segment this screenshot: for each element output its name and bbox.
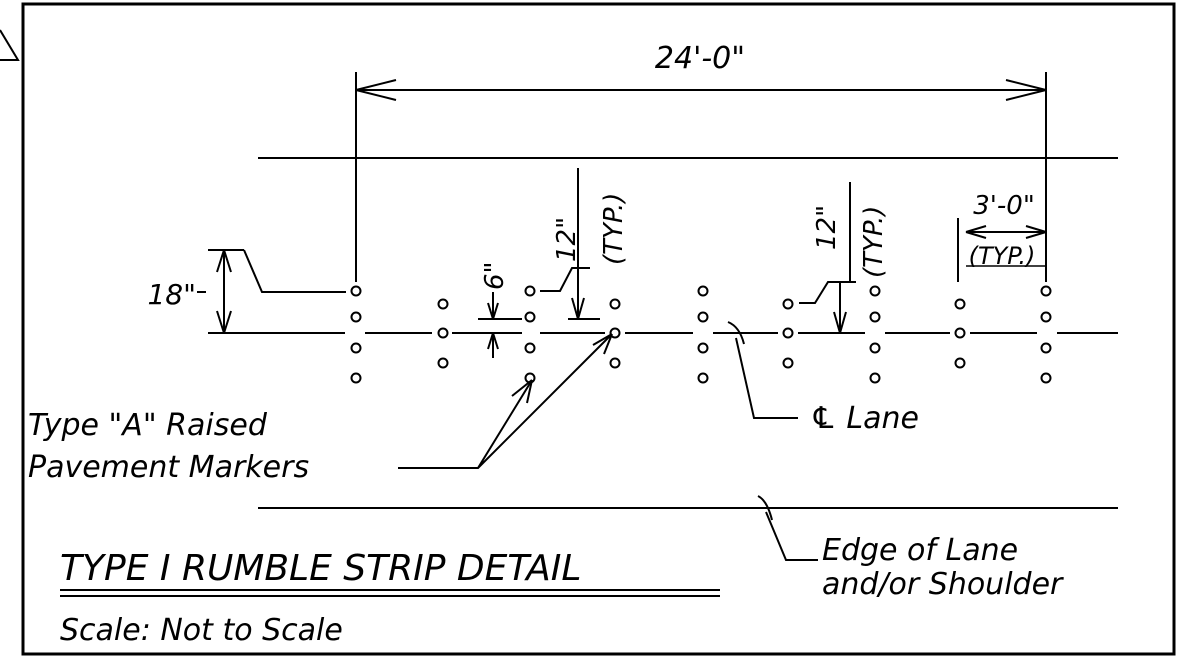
raised-pavement-marker: [609, 357, 621, 369]
raised-pavement-marker: [782, 298, 794, 310]
raised-pavement-marker: [524, 311, 536, 323]
raised-pavement-marker: [1040, 311, 1052, 323]
drawing-border: [21, 2, 1176, 656]
raised-pavement-marker: [782, 357, 794, 369]
raised-pavement-marker: [697, 311, 709, 323]
detail-title: TYPE I RUMBLE STRIP DETAIL: [60, 548, 581, 589]
edge-label-line1: Edge of Lane: [822, 533, 1018, 568]
raised-pavement-marker: [609, 298, 621, 310]
height-18-dimension: [197, 249, 346, 334]
spacing-12-left-label: 12": [552, 217, 582, 262]
spacing-6-dimension: [478, 292, 522, 358]
markers-label-line1: Type "A" Raised: [28, 408, 268, 443]
spacing-12-right-label: 12": [812, 205, 842, 250]
centerline-leader: [727, 321, 798, 419]
raised-pavement-marker: [869, 342, 881, 354]
raised-pavement-marker: [350, 285, 362, 297]
spacing-3ft-label: 3'-0": [973, 191, 1035, 221]
edge-label-line2: and/or Shoulder: [822, 567, 1064, 602]
raised-pavement-marker: [1040, 372, 1052, 384]
height-18-label: 18": [147, 278, 196, 311]
raised-pavement-marker: [869, 285, 881, 297]
raised-pavement-marker: [437, 327, 449, 339]
raised-pavement-marker: [524, 285, 536, 297]
spacing-3ft-typ: (TYP.): [969, 242, 1036, 270]
overall-width-label: 24'-0": [655, 41, 745, 76]
raised-pavement-marker: [697, 372, 709, 384]
spacing-6-label: 6": [480, 261, 510, 290]
scale-note: Scale: Not to Scale: [60, 613, 343, 648]
raised-pavement-marker: [954, 298, 966, 310]
raised-pavement-marker: [869, 311, 881, 323]
raised-pavement-marker: [437, 357, 449, 369]
raised-pavement-marker: [954, 357, 966, 369]
markers-leader: [398, 333, 613, 469]
spacing-12-right-dimension: [799, 182, 856, 334]
spacing-12-left-typ: (TYP.): [599, 193, 629, 265]
spacing-12-right-typ: (TYP.): [859, 206, 889, 278]
overall-dimension: [355, 72, 1047, 282]
raised-pavement-marker: [609, 327, 621, 339]
raised-pavement-marker: [1040, 342, 1052, 354]
raised-pavement-markers: [350, 285, 1052, 384]
raised-pavement-marker: [954, 327, 966, 339]
raised-pavement-marker: [350, 311, 362, 323]
markers-label-line2: Pavement Markers: [28, 450, 309, 485]
spacing-12-left-dimension: [540, 168, 600, 320]
raised-pavement-marker: [869, 372, 881, 384]
raised-pavement-marker: [350, 372, 362, 384]
raised-pavement-marker: [437, 298, 449, 310]
raised-pavement-marker: [524, 342, 536, 354]
raised-pavement-marker: [782, 327, 794, 339]
edge-leader: [757, 495, 818, 561]
centerline-label: ℄ Lane: [810, 401, 919, 436]
revision-triangle-icon: [0, 29, 20, 61]
raised-pavement-marker: [1040, 285, 1052, 297]
raised-pavement-marker: [697, 285, 709, 297]
spacing-3ft-dimension: [957, 218, 1047, 282]
raised-pavement-marker: [697, 342, 709, 354]
raised-pavement-marker: [350, 342, 362, 354]
